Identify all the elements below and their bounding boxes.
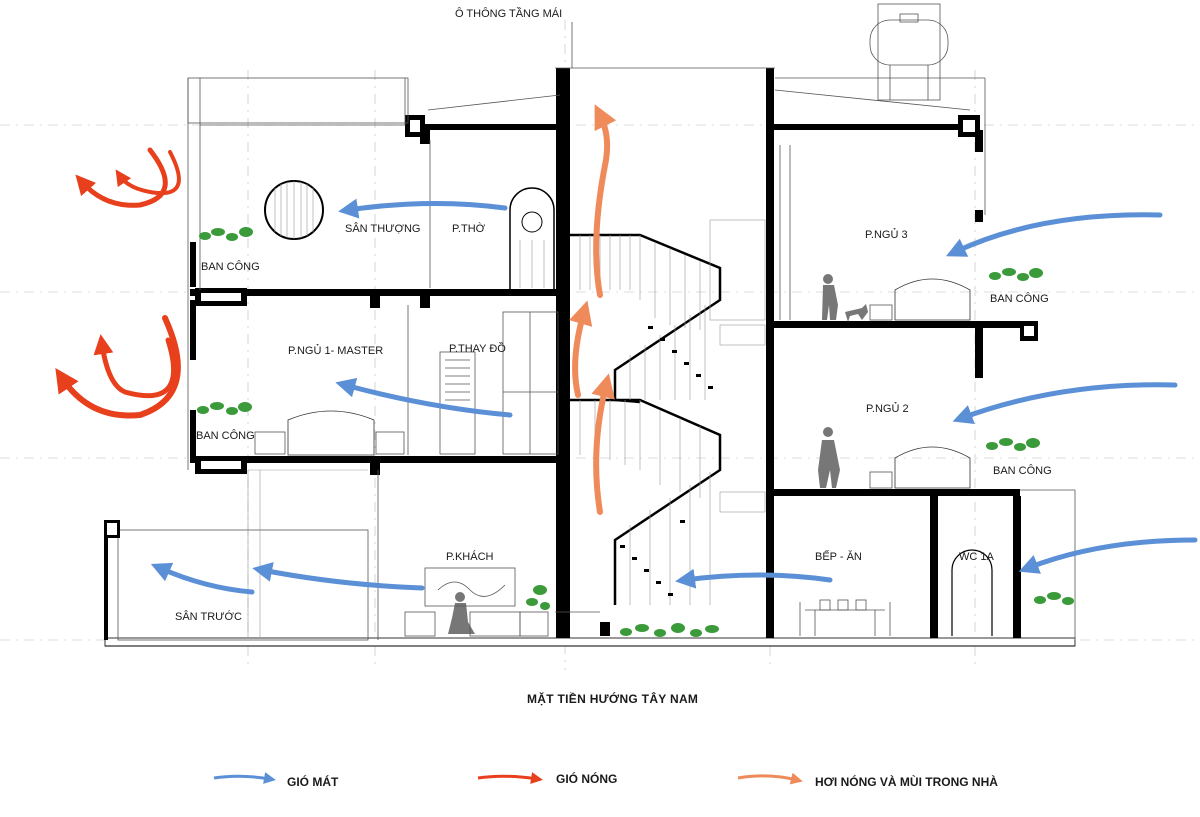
walls bbox=[190, 68, 1021, 638]
wardrobe bbox=[407, 140, 791, 455]
label-wc-1a: WC 1A bbox=[959, 551, 995, 563]
label-san-thuong: SÂN THƯỢNG bbox=[345, 222, 420, 235]
label-p-thay-do: P.THAY ĐỒ bbox=[449, 342, 506, 355]
hot-arrow-top-2 bbox=[115, 150, 181, 196]
roof-shaft-label: Ô THÔNG TẦNG MÁI bbox=[455, 7, 562, 20]
legend-cool: GIÓ MÁT bbox=[213, 772, 339, 789]
legend-cool-label: GIÓ MÁT bbox=[287, 774, 339, 789]
cool-arrow-yard bbox=[150, 562, 255, 595]
label-san-truoc: SÂN TRƯỚC bbox=[175, 610, 242, 623]
legend-indoor: HƠI NÓNG VÀ MÙI TRONG NHÀ bbox=[737, 772, 998, 789]
water-tank bbox=[869, 3, 949, 101]
cool-wind-arrows bbox=[150, 198, 1198, 595]
living-room-furniture bbox=[404, 567, 549, 637]
floor-slabs bbox=[190, 115, 1038, 496]
cool-arrow-wc bbox=[1018, 537, 1198, 574]
legend-hot: GIÓ NÓNG bbox=[477, 771, 617, 786]
wc-door bbox=[951, 549, 993, 636]
label-ban-cong-2: BAN CÔNG bbox=[990, 292, 1049, 305]
legend: GIÓ MÁT GIÓ NÓNG HƠI NÓNG VÀ MÙI TRONG N… bbox=[213, 771, 998, 789]
label-p-tho: P.THỜ bbox=[452, 222, 486, 235]
cool-arrow-room3 bbox=[945, 212, 1163, 257]
bed-master bbox=[254, 410, 405, 456]
plants bbox=[197, 227, 1074, 637]
cool-arrow-master bbox=[335, 377, 513, 418]
label-p-khach: P.KHÁCH bbox=[446, 550, 494, 563]
indoor-arrow-middle bbox=[569, 300, 593, 398]
cool-arrow-kitchen bbox=[675, 568, 833, 589]
person-figures bbox=[448, 274, 868, 634]
indoor-heat-arrows bbox=[569, 104, 617, 515]
cool-arrow-room2 bbox=[952, 382, 1178, 424]
indoor-arrow-lower bbox=[591, 373, 615, 515]
top-label-group: Ô THÔNG TẦNG MÁI bbox=[455, 7, 573, 68]
cool-arrow-rooftop bbox=[338, 198, 508, 219]
legend-hot-label: GIÓ NÓNG bbox=[556, 771, 617, 786]
round-window bbox=[264, 180, 324, 240]
staircase bbox=[570, 219, 766, 605]
altar-room-door bbox=[509, 187, 555, 290]
dining-set bbox=[799, 599, 891, 636]
legend-indoor-label: HƠI NÓNG VÀ MÙI TRONG NHÀ bbox=[815, 774, 998, 789]
room-labels: SÂN THƯỢNG P.THỜ P.NGỦ 3 BAN CÔNG BAN CÔ… bbox=[175, 222, 1052, 623]
hot-arrow-top-1 bbox=[75, 147, 168, 208]
hot-arrow-mid-2 bbox=[93, 334, 177, 399]
label-ban-cong-3: BAN CÔNG bbox=[196, 429, 255, 442]
diagram-title: MẶT TIỀN HƯỚNG TÂY NAM bbox=[527, 691, 698, 706]
label-ban-cong-1: BAN CÔNG bbox=[201, 260, 260, 273]
building-outline bbox=[187, 67, 1076, 640]
label-bep-an: BẾP - ĂN bbox=[815, 550, 862, 563]
hot-arrow-mid-1 bbox=[55, 315, 181, 419]
label-p-ngu-1-master: P.NGỦ 1- MASTER bbox=[288, 344, 383, 357]
label-ban-cong-4: BAN CÔNG bbox=[993, 464, 1052, 477]
cool-arrow-living bbox=[252, 562, 425, 591]
bed-room-3 bbox=[869, 278, 971, 321]
ground bbox=[104, 637, 1076, 647]
hot-wind-arrows bbox=[55, 147, 181, 419]
bed-room-2 bbox=[869, 446, 971, 489]
indoor-arrow-upper bbox=[593, 104, 617, 298]
label-p-ngu-3: P.NGỦ 3 bbox=[865, 228, 908, 241]
label-p-ngu-2: P.NGỦ 2 bbox=[866, 402, 909, 415]
